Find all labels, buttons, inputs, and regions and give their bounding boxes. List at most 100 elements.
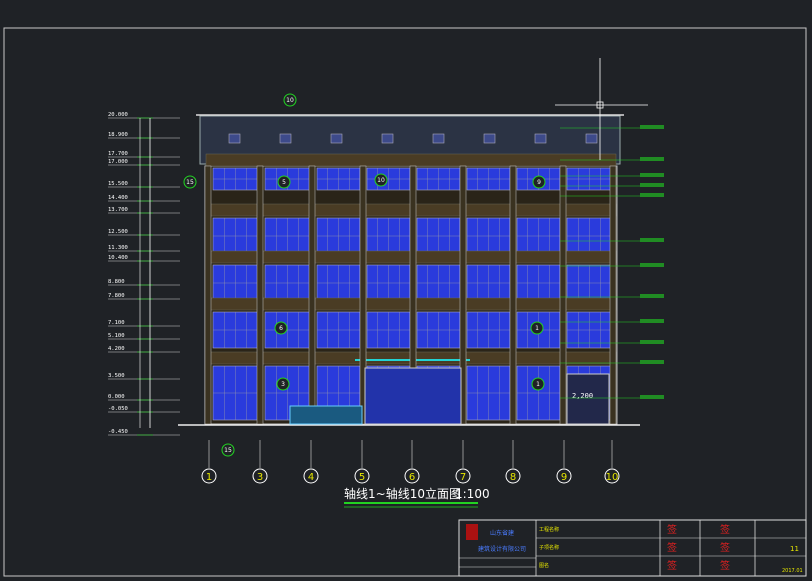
title-block: 山东省建 建筑设计有限公司 工程名称 子项名称 图名 签 签 签 签 签 签 1… xyxy=(458,519,807,577)
callout-note xyxy=(640,125,664,129)
signature-6: 签 xyxy=(720,559,730,572)
elevation-label: -0.450 xyxy=(108,429,128,435)
axis-label: 3 xyxy=(257,472,263,483)
roof-dormer xyxy=(228,133,241,144)
axis-bubble xyxy=(604,468,620,484)
elevation-label: 12.500 xyxy=(108,229,128,235)
roof-dormer xyxy=(279,133,292,144)
crosshair-cursor xyxy=(555,58,648,160)
roof-dormer xyxy=(432,133,445,144)
floor-badge xyxy=(276,377,290,391)
elevation-label: 7.800 xyxy=(108,293,125,299)
callout-note xyxy=(640,183,664,187)
elevation-label: 17.700 xyxy=(108,151,128,157)
side-door xyxy=(566,373,610,425)
company-line2: 建筑设计有限公司 xyxy=(478,545,526,553)
elevation-label: 7.100 xyxy=(108,320,125,326)
floor-badge-number: 10 xyxy=(377,177,385,184)
axis-label: 9 xyxy=(561,472,567,483)
roof-dormer xyxy=(585,133,598,144)
entrance-steps xyxy=(289,405,363,425)
elevation-label: 5.100 xyxy=(108,333,125,339)
callout-note xyxy=(640,294,664,298)
roof-dormer xyxy=(534,133,547,144)
floor-badge-number: 6 xyxy=(279,325,283,332)
floor-badge xyxy=(183,175,197,189)
callout-note xyxy=(640,263,664,267)
elevation-label: 0.000 xyxy=(108,394,125,400)
company-line1: 山东省建 xyxy=(490,529,514,537)
floor-badge-number: 15 xyxy=(186,179,194,186)
pilaster xyxy=(459,165,467,425)
signature-1: 签 xyxy=(667,523,677,536)
row-project: 工程名称 xyxy=(539,526,559,533)
floor-badge-number: 1 xyxy=(536,381,540,388)
floor-badge-number: 15 xyxy=(224,447,232,454)
elevation-label: 13.700 xyxy=(108,207,128,213)
signature-2: 签 xyxy=(667,541,677,554)
floor-badge-number: 10 xyxy=(286,97,294,104)
entrance-door xyxy=(364,367,462,425)
axis-label: 4 xyxy=(308,472,314,483)
axis-label: 8 xyxy=(510,472,516,483)
elevation-label: 8.800 xyxy=(108,279,125,285)
roof-dormer xyxy=(330,133,343,144)
elevation-label: 15.500 xyxy=(108,181,128,187)
row-subitem: 子项名称 xyxy=(539,544,559,551)
pilaster xyxy=(308,165,316,425)
elevation-label: 3.500 xyxy=(108,373,125,379)
callout-note xyxy=(640,395,664,399)
row-drawing: 图名 xyxy=(539,562,549,569)
elevation-label: 11.300 xyxy=(108,245,128,251)
signature-3: 签 xyxy=(667,559,677,572)
floor-badge-number: 3 xyxy=(281,381,285,388)
callout-note xyxy=(640,157,664,161)
elevation-label: 14.400 xyxy=(108,195,128,201)
floor-badge xyxy=(274,321,288,335)
pilaster xyxy=(509,165,517,425)
elevation-label: -0.050 xyxy=(108,406,128,412)
axis-bubble xyxy=(455,468,471,484)
callout-note xyxy=(640,173,664,177)
pilaster xyxy=(559,165,567,425)
floor-badge-number: 9 xyxy=(537,179,541,186)
callout-note xyxy=(640,238,664,242)
wall-band xyxy=(205,153,617,167)
axis-label: 10 xyxy=(606,472,619,483)
axis-bubble xyxy=(556,468,572,484)
axis-label: 1 xyxy=(206,472,212,483)
axis-bubble xyxy=(303,468,319,484)
axis-bubble xyxy=(404,468,420,484)
elevation-label: 17.000 xyxy=(108,159,128,165)
floor-badge xyxy=(277,175,291,189)
pilaster xyxy=(609,165,617,425)
floor-badge xyxy=(532,175,546,189)
roof-dormer xyxy=(483,133,496,144)
drawing-scale: 1:100 xyxy=(455,487,490,501)
pilaster xyxy=(204,165,212,425)
floor-badge xyxy=(531,377,545,391)
axis-bubble xyxy=(505,468,521,484)
axis-bubble xyxy=(252,468,268,484)
elevation-label: 20.000 xyxy=(108,112,128,118)
callout-note xyxy=(640,360,664,364)
axis-bubble xyxy=(201,468,217,484)
roof-dormer xyxy=(381,133,394,144)
signature-4: 签 xyxy=(720,523,730,536)
floor-badge-number: 1 xyxy=(535,325,539,332)
elevation-label: 4.200 xyxy=(108,346,125,352)
floor-badge xyxy=(221,443,235,457)
pilaster xyxy=(359,165,367,425)
floor-badge-number: 5 xyxy=(282,179,286,186)
drawing-title: 轴线1~轴线10立面图 xyxy=(344,486,461,501)
callout-note xyxy=(640,319,664,323)
floor-badge xyxy=(283,93,297,107)
drawing-frame xyxy=(3,27,807,577)
axis-label: 6 xyxy=(409,472,415,483)
pilaster xyxy=(256,165,264,425)
signature-5: 签 xyxy=(720,541,730,554)
axis-label: 5 xyxy=(359,472,365,483)
axis-bubble xyxy=(354,468,370,484)
drawing-date: 2017.01 xyxy=(782,568,803,574)
